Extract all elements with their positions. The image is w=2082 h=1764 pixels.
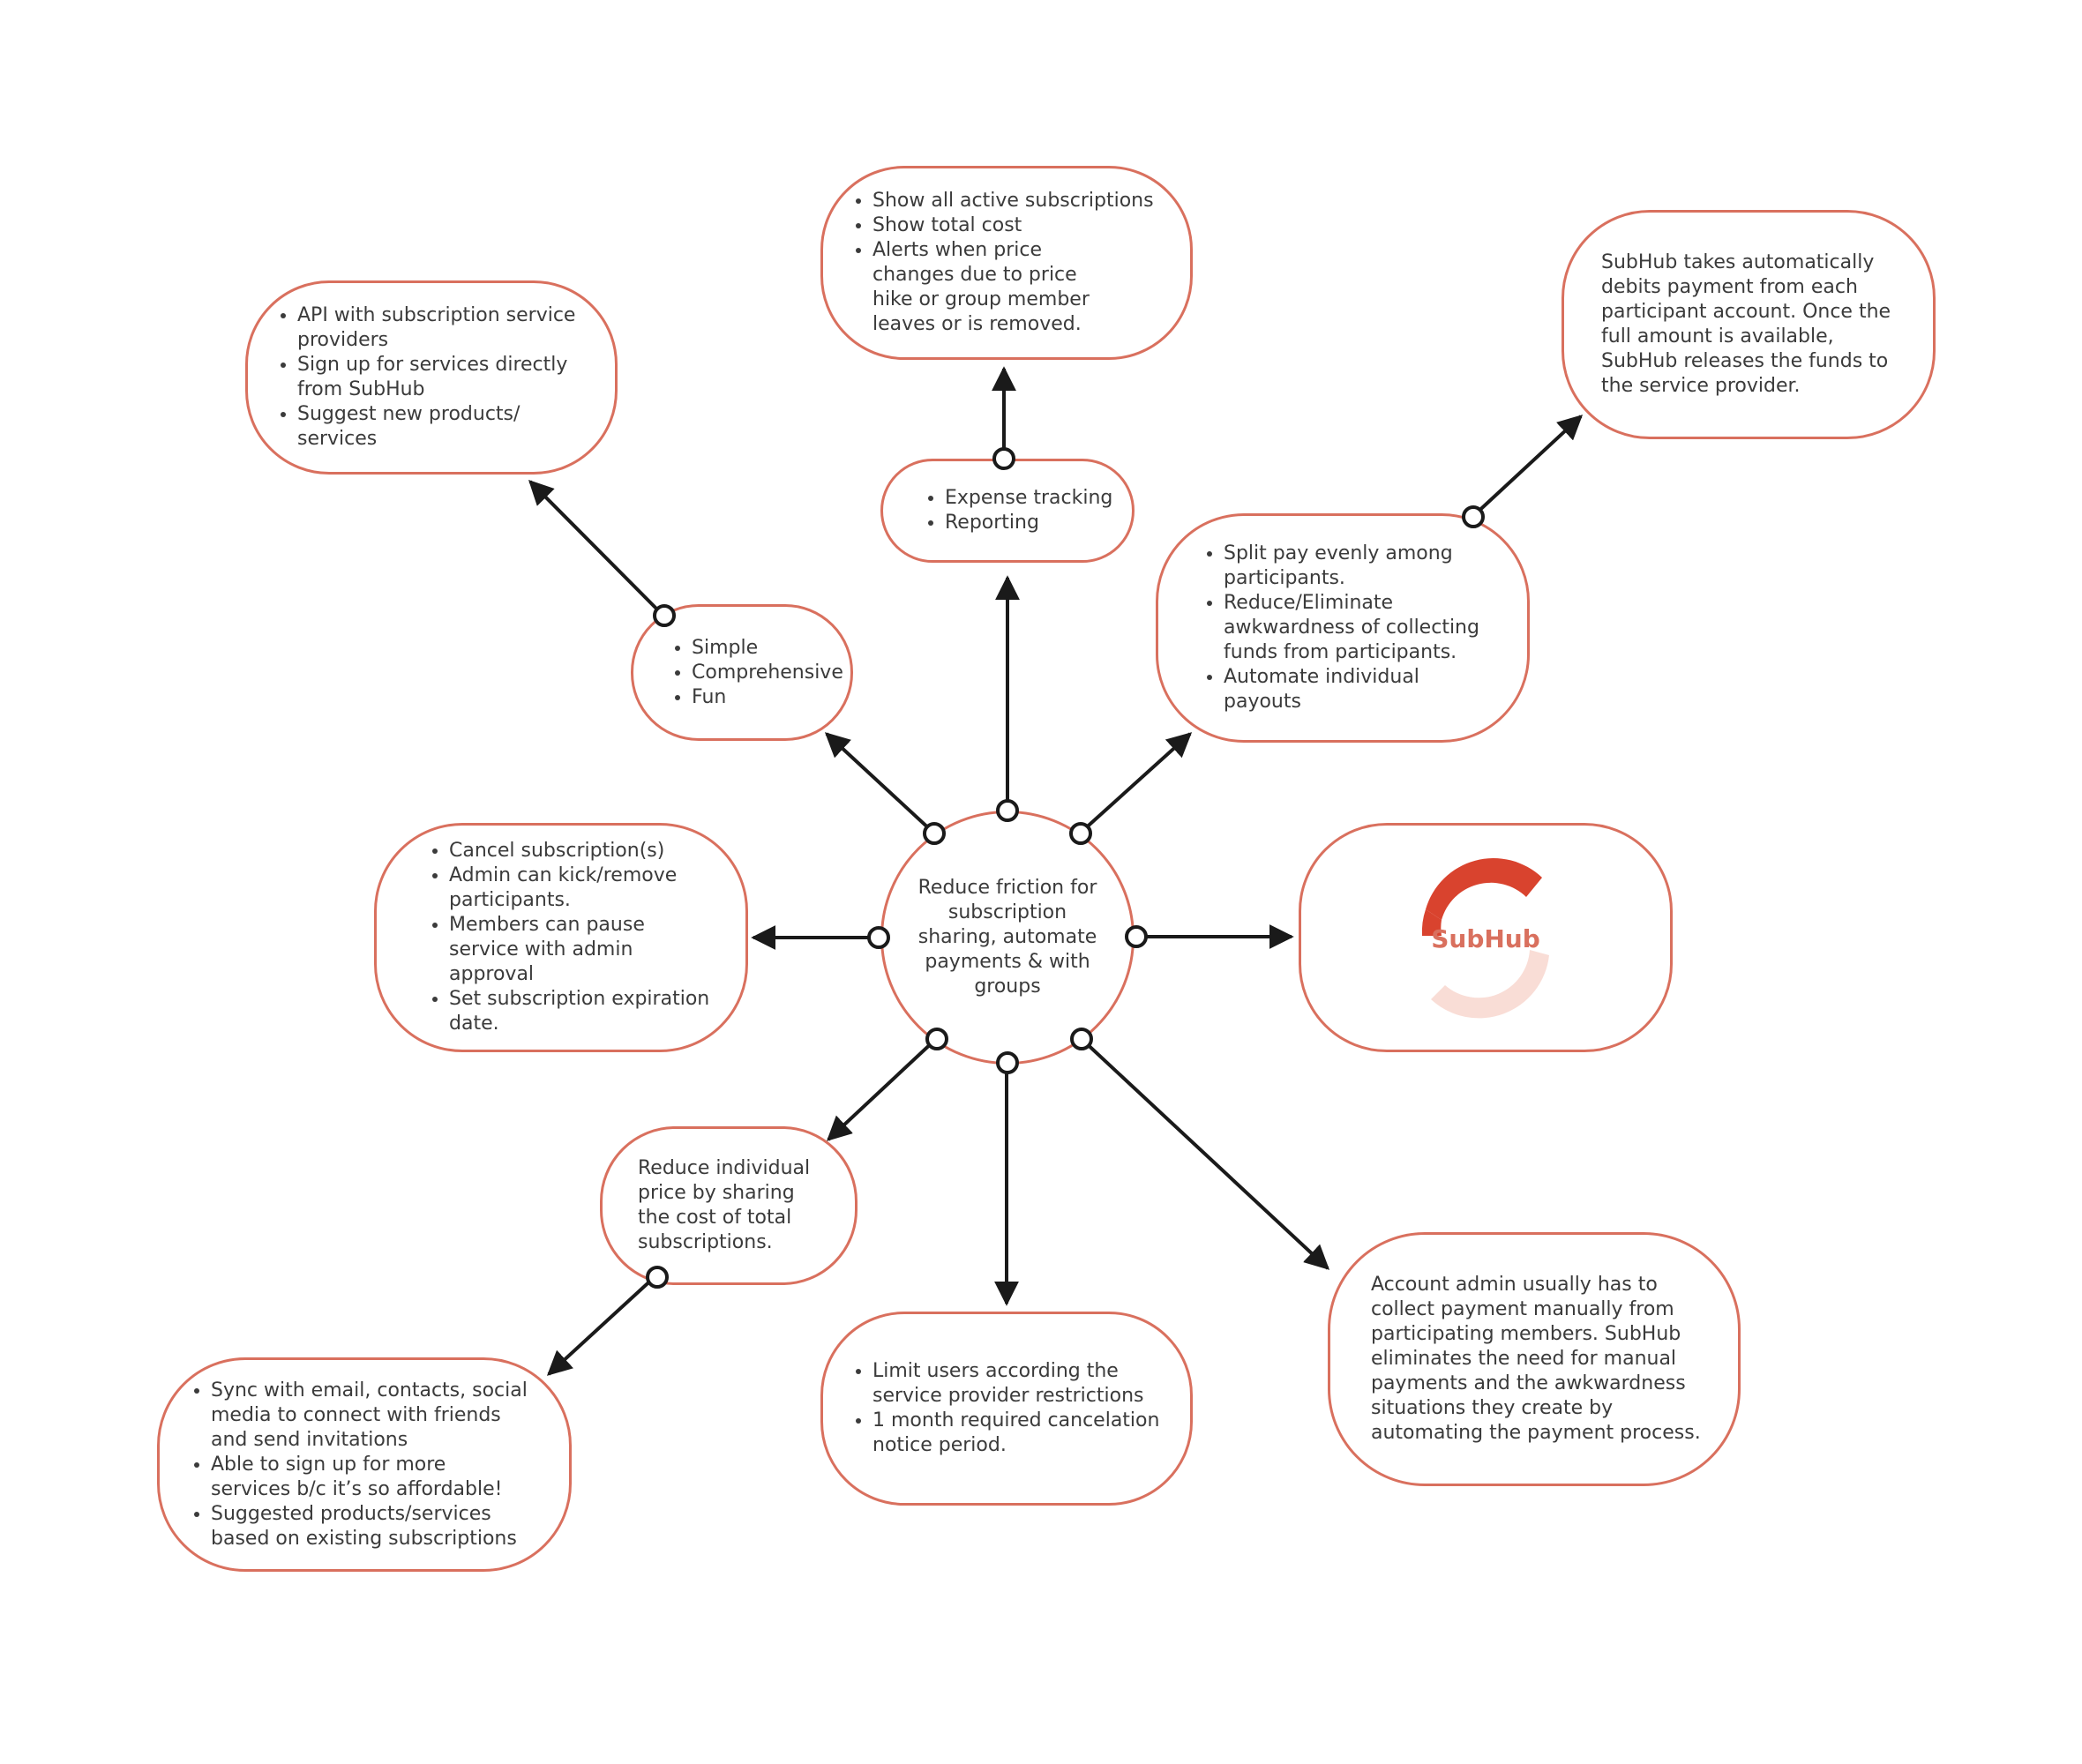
connector-center-to-split	[1080, 732, 1193, 833]
simple-list: Simple Comprehensive Fun	[633, 636, 843, 710]
connector-center-to-reduce-price	[826, 1037, 938, 1141]
subhub-logo: SubHub	[1421, 858, 1549, 1019]
list-item: Show total cost	[872, 213, 1164, 238]
node-social-sync: Sync with email, contacts, social media …	[157, 1357, 572, 1572]
list-item: Suggest new products/ services	[297, 402, 583, 452]
list-item: Reporting	[945, 511, 1112, 535]
social-sync-list: Sync with email, contacts, social media …	[160, 1379, 569, 1551]
list-item: Sync with email, contacts, social media …	[211, 1379, 530, 1453]
subscription-overview-list: Show all active subscriptions Show total…	[823, 189, 1190, 337]
list-item: API with subscription service providers	[297, 303, 583, 353]
list-item: Suggested products/services based on exi…	[211, 1502, 530, 1551]
connector-split-to-payment-release	[1471, 415, 1584, 519]
center-text: Reduce friction for subscription sharing…	[917, 877, 1097, 998]
account-admin-text: Account admin usually has to collect pay…	[1371, 1274, 1701, 1444]
node-api-integrations: API with subscription service providers …	[245, 280, 618, 475]
list-item: Fun	[692, 685, 843, 710]
list-item: Admin can kick/remove participants.	[449, 863, 712, 913]
list-item: Automate individual payouts	[1224, 665, 1495, 714]
split-pay-list: Split pay evenly among participants. Red…	[1158, 542, 1527, 714]
connector-center-to-account-admin	[1080, 1037, 1330, 1270]
limit-users-list: Limit users according the service provid…	[823, 1359, 1190, 1458]
list-item: Members can pause service with admin app…	[449, 913, 712, 987]
connector-simple-to-api	[528, 480, 664, 617]
logo-arc-light	[1431, 950, 1549, 1019]
list-item: Alerts when price changes due to price h…	[872, 238, 1164, 337]
list-item: Reduce/Eliminate awkwardness of collecti…	[1224, 591, 1495, 665]
list-item: Expense tracking	[945, 486, 1112, 511]
logo-arc-dark-fill	[1421, 909, 1442, 936]
cancel-controls-list: Cancel subscription(s) Admin can kick/re…	[377, 839, 745, 1036]
api-integrations-list: API with subscription service providers …	[248, 303, 615, 452]
list-item: Comprehensive	[692, 661, 843, 685]
node-limit-users: Limit users according the service provid…	[820, 1312, 1193, 1506]
list-item: Cancel subscription(s)	[449, 839, 712, 863]
expense-tracking-list: Expense tracking Reporting	[883, 486, 1112, 535]
connector-center-to-simple	[824, 732, 934, 833]
payment-release-text: SubHub takes automatically debits paymen…	[1601, 251, 1891, 397]
list-item: Split pay evenly among participants.	[1224, 542, 1495, 591]
node-simple: Simple Comprehensive Fun	[631, 604, 853, 741]
center-node: Reduce friction for subscription sharing…	[880, 811, 1135, 1065]
node-account-admin: Account admin usually has to collect pay…	[1328, 1232, 1741, 1486]
logo-wordmark: SubHub	[1431, 924, 1540, 953]
list-item: Able to sign up for more services b/c it…	[211, 1453, 530, 1502]
list-item: Limit users according the service provid…	[872, 1359, 1160, 1409]
node-cancel-controls: Cancel subscription(s) Admin can kick/re…	[374, 823, 748, 1052]
list-item: 1 month required cancelation notice peri…	[872, 1409, 1160, 1458]
node-payment-release: SubHub takes automatically debits paymen…	[1562, 210, 1936, 439]
list-item: Sign up for services directly from SubHu…	[297, 353, 583, 402]
list-item: Simple	[692, 636, 843, 661]
connector-reduce-price-to-sync	[546, 1274, 658, 1376]
node-logo: SubHub	[1299, 823, 1673, 1052]
node-expense-tracking: Expense tracking Reporting	[880, 459, 1135, 563]
reduce-price-text: Reduce individual price by sharing the c…	[638, 1157, 811, 1253]
list-item: Set subscription expiration date.	[449, 987, 712, 1036]
node-reduce-price: Reduce individual price by sharing the c…	[600, 1126, 858, 1285]
list-item: Show all active subscriptions	[872, 189, 1164, 213]
node-split-pay: Split pay evenly among participants. Red…	[1156, 513, 1530, 743]
node-subscription-overview: Show all active subscriptions Show total…	[820, 166, 1193, 360]
logo-arc-dark	[1426, 858, 1542, 920]
